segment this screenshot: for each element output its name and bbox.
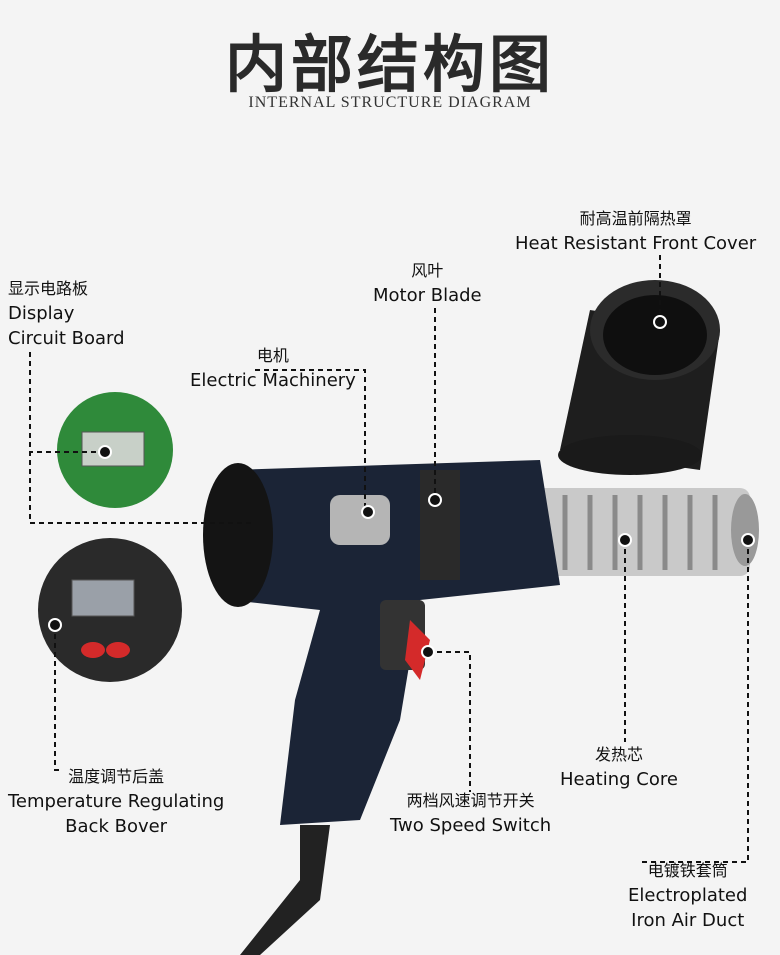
label-cn: 发热芯 (594, 745, 643, 764)
label-back-cover: 温度调节后盖 Temperature Regulating Back Bover (8, 764, 224, 839)
label-motor-blade: 风叶 Motor Blade (373, 258, 482, 308)
back-cover-image (38, 538, 182, 682)
label-cn: 电镀铁套筒 (647, 861, 728, 880)
label-cn: 耐高温前隔热罩 (579, 209, 692, 228)
callout-dots (48, 315, 755, 659)
front-cover-image (558, 280, 720, 475)
label-en: Motor Blade (373, 285, 482, 306)
label-en: Two Speed Switch (390, 815, 552, 836)
label-en: Heating Core (560, 769, 678, 790)
label-cn: 温度调节后盖 (68, 767, 165, 786)
label-en: Back Bover (65, 816, 168, 837)
label-display-board: 显示电路板 Display Circuit Board (8, 276, 125, 351)
label-front-cover: 耐高温前隔热罩 Heat Resistant Front Cover (515, 206, 756, 256)
label-en: Temperature Regulating (8, 791, 225, 812)
label-en: Display (8, 303, 75, 324)
label-air-duct: 电镀铁套筒 Electroplated Iron Air Duct (628, 858, 747, 933)
label-en: Circuit Board (8, 328, 125, 349)
label-heating-core: 发热芯 Heating Core (560, 742, 678, 792)
label-cn: 两档风速调节开关 (406, 791, 535, 810)
label-en: Electroplated (628, 885, 748, 906)
label-en: Heat Resistant Front Cover (515, 233, 757, 254)
label-cn: 电机 (256, 346, 289, 365)
label-en: Iron Air Duct (631, 910, 745, 931)
label-machinery: 电机 Electric Machinery (190, 343, 356, 393)
label-cn: 风叶 (411, 261, 444, 280)
label-switch: 两档风速调节开关 Two Speed Switch (390, 788, 551, 838)
page-title: 内部结构图 (224, 28, 555, 101)
page-subtitle: INTERNAL STRUCTURE DIAGRAM (248, 94, 532, 111)
leader-lines (29, 255, 749, 863)
label-cn: 显示电路板 (8, 279, 89, 298)
display-board-image (57, 392, 173, 508)
gun-body-image (203, 460, 560, 955)
label-en: Electric Machinery (190, 370, 356, 391)
